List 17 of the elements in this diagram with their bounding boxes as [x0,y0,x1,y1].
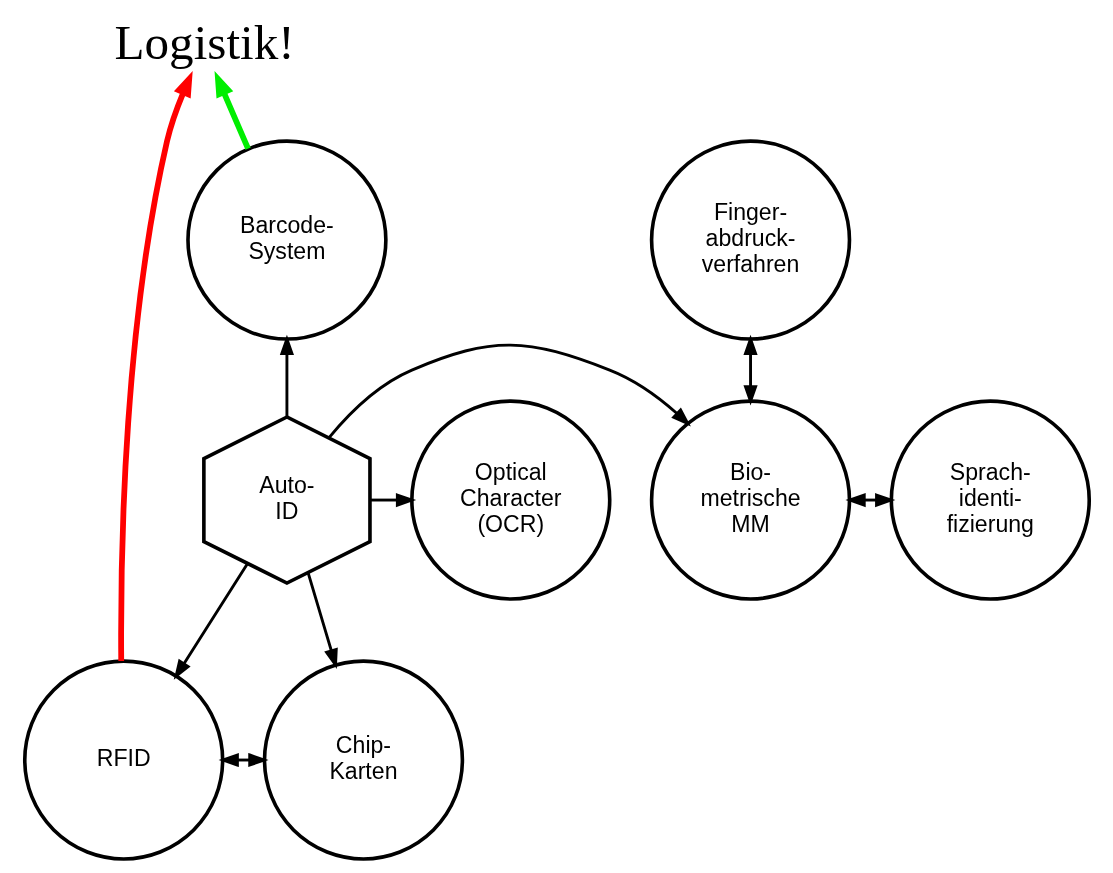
arrow [117,71,193,661]
node-circle: Sprach- identi- fizierung [889,399,1091,601]
arrow [214,71,251,150]
arrow [218,752,268,768]
arrow [173,562,249,680]
arrow [742,334,758,406]
node-circle: Optical Character (OCR) [409,399,612,601]
arrow [327,343,691,439]
arrow [844,492,895,508]
node-circle: Bio- metrische MM [649,399,851,601]
arrow [306,572,338,669]
node-circle: Finger- abdruck- verfahren [649,139,851,341]
node-circle: Barcode- System [185,139,388,341]
node-text: Logistik! [114,15,295,71]
arrow [369,492,416,508]
arrow [279,334,294,417]
node-circle: Chip- Karten [262,659,464,861]
